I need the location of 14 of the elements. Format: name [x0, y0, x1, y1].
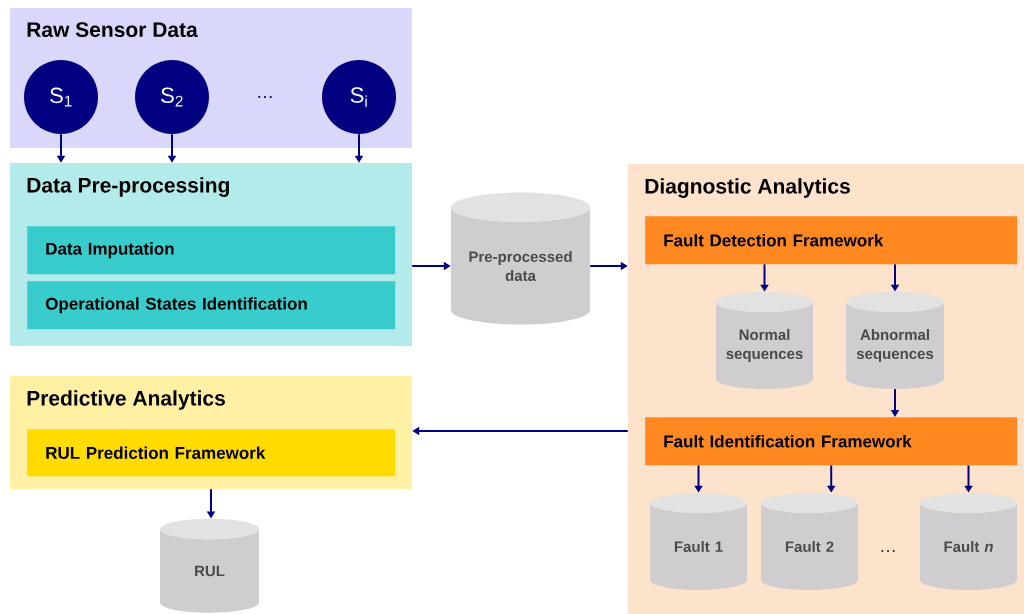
- ellipsis: …: [258, 96, 272, 98]
- ellipsis: …: [881, 550, 895, 552]
- database-cylinder: Fault 1: [650, 492, 747, 590]
- database-cylinder: RUL: [160, 518, 259, 613]
- process-box: Fault Identification Framework: [645, 417, 1018, 466]
- process-box: Fault Detection Framework: [645, 216, 1018, 265]
- database-cylinder: Fault n: [920, 492, 1017, 590]
- database-cylinder: Abnormal sequences: [846, 291, 944, 389]
- database-cylinder: Normal sequences: [716, 291, 813, 389]
- database-cylinder: Pre-processed data: [451, 192, 590, 325]
- process-box: Operational States Identification: [27, 281, 396, 330]
- process-box: Data Imputation: [27, 226, 396, 275]
- process-box: RUL Prediction Framework: [27, 429, 396, 477]
- database-cylinder: Fault 2: [761, 492, 858, 590]
